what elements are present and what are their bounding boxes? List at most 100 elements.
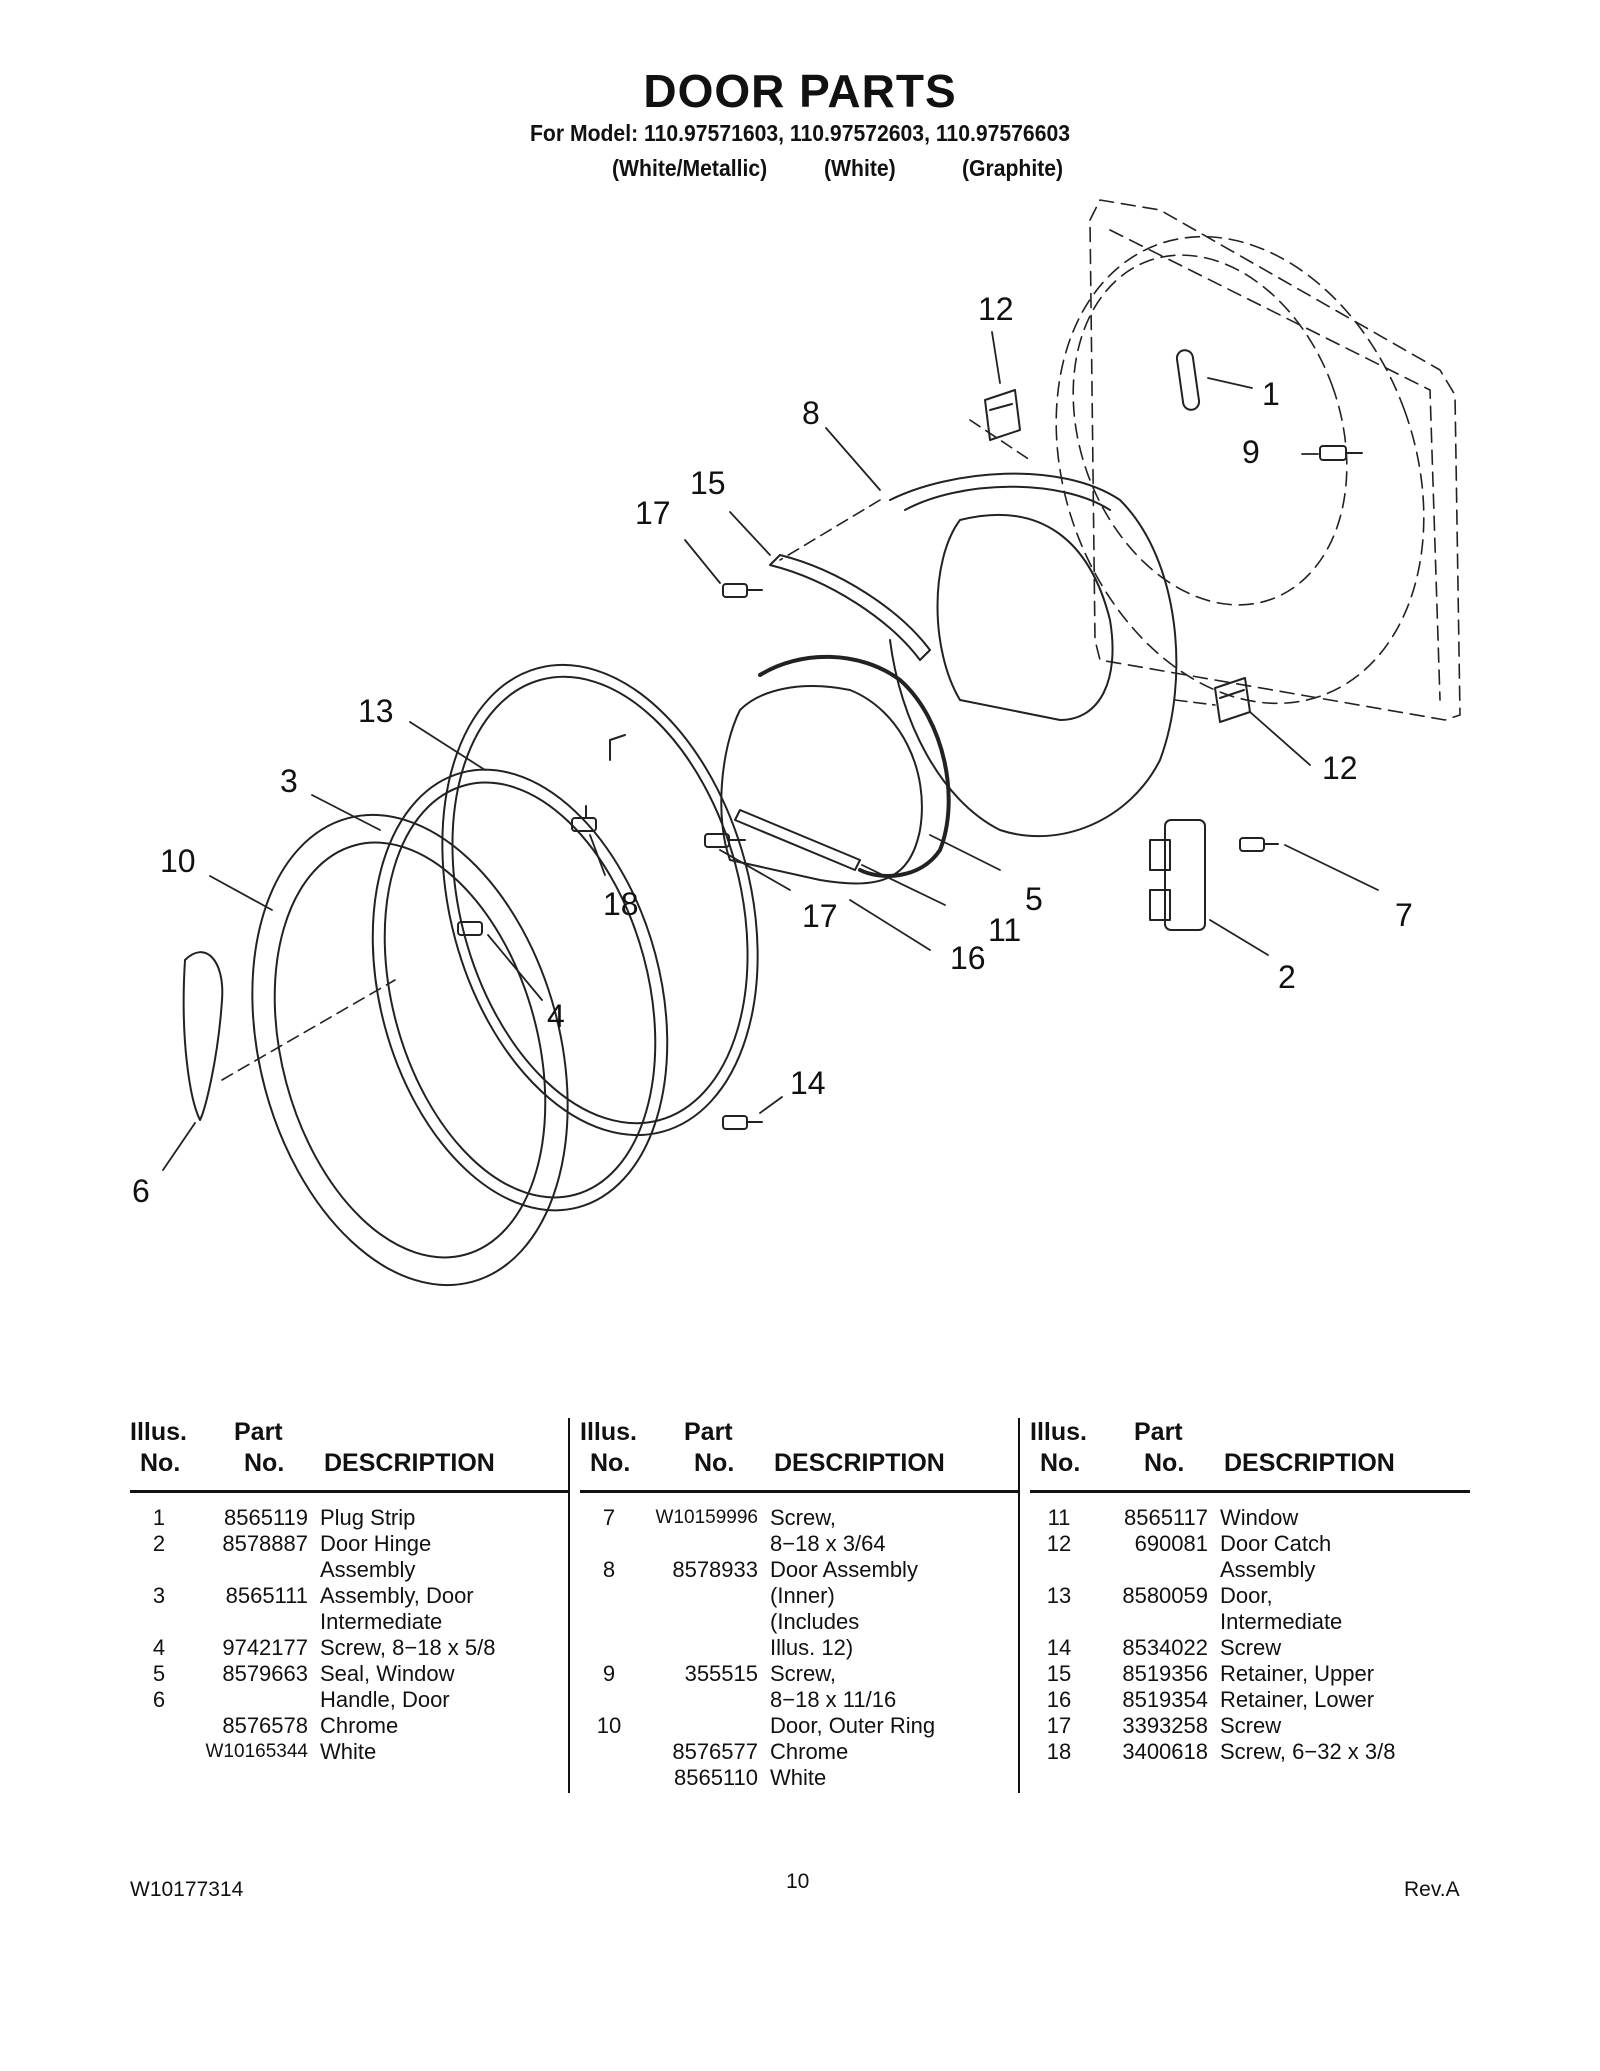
- screw-17-upper: [722, 583, 763, 598]
- part-description: Screw: [1220, 1635, 1282, 1660]
- part-number: 8565117: [1123, 1505, 1208, 1530]
- part-description: Window: [1220, 1505, 1299, 1530]
- door-catch-upper: [984, 389, 1021, 441]
- parts-table-col-3: Illus. No. Part No. DESCRIPTION 11 856511…: [1030, 1418, 1470, 1765]
- table-row: Assembly: [1030, 1557, 1470, 1583]
- part-description: Retainer, Lower: [1220, 1687, 1375, 1712]
- illus-number: 10: [596, 1713, 622, 1738]
- part-description: Screw,: [770, 1661, 837, 1686]
- illus-number: 7: [602, 1505, 616, 1530]
- part-number: W10165344: [205, 1741, 308, 1762]
- part-number: 8519356: [1122, 1661, 1208, 1686]
- table-header: Illus. No. Part No. DESCRIPTION: [580, 1418, 1020, 1493]
- callout-1: 1: [1262, 376, 1280, 412]
- part-description: Assembly: [320, 1557, 416, 1582]
- callout-7: 7: [1395, 897, 1413, 933]
- part-number: 8565111: [225, 1583, 308, 1608]
- callout-16: 16: [950, 940, 986, 976]
- part-number: 355515: [684, 1661, 758, 1686]
- part-description: Screw,: [770, 1505, 837, 1530]
- callout-2: 2: [1278, 959, 1296, 995]
- part-description: Screw, 8−18 x 5/8: [320, 1635, 496, 1660]
- table-header: Illus. No. Part No. DESCRIPTION: [130, 1418, 570, 1493]
- part-description: Retainer, Upper: [1220, 1661, 1375, 1686]
- part-description: Assembly: [1220, 1557, 1316, 1582]
- callout-11: 11: [988, 912, 1022, 948]
- retainer-lower: [734, 809, 861, 871]
- illus-number: 2: [152, 1531, 166, 1556]
- doc-number: W10177314: [130, 1878, 244, 1901]
- part-number: 8580059: [1122, 1583, 1208, 1608]
- table-header: Illus. No. Part No. DESCRIPTION: [1030, 1418, 1470, 1493]
- table-row: 6 Handle, Door: [130, 1687, 570, 1713]
- variant-white: (White): [824, 155, 896, 181]
- callout-5: 5: [1025, 881, 1043, 917]
- window-glass: [720, 685, 923, 885]
- part-number: 3393258: [1122, 1713, 1208, 1738]
- part-description: Door, Outer Ring: [770, 1713, 936, 1738]
- illus-number: 8: [602, 1557, 616, 1582]
- part-description: Handle, Door: [320, 1687, 450, 1712]
- door-handle: [182, 951, 224, 1121]
- part-number: 8579663: [222, 1661, 308, 1686]
- table-row: Illus. 12): [580, 1635, 1020, 1661]
- illus-number: 15: [1046, 1661, 1072, 1686]
- part-description: Door,: [1220, 1583, 1273, 1608]
- part-description: Door Hinge: [320, 1531, 432, 1556]
- table-row: 8−18 x 11/16: [580, 1687, 1020, 1713]
- illus-number: 11: [1047, 1505, 1071, 1530]
- callout-17-lower: 17: [802, 898, 838, 934]
- callout-12-upper: 12: [978, 291, 1014, 327]
- callout-13: 13: [358, 693, 394, 729]
- callout-17-upper: 17: [635, 495, 671, 531]
- model-line: For Model: 110.97571603, 110.97572603, 1…: [529, 120, 1071, 146]
- illus-number: 14: [1046, 1635, 1072, 1660]
- page-number: 10: [786, 1870, 810, 1893]
- illus-number: 16: [1046, 1687, 1072, 1712]
- screw-9: [1319, 445, 1363, 461]
- part-description: Assembly, Door: [320, 1583, 474, 1608]
- page-title: DOOR PARTS: [643, 65, 957, 117]
- callout-18: 18: [603, 886, 639, 922]
- part-description: Screw: [1220, 1713, 1282, 1738]
- table-row: 14 8534022 Screw: [1030, 1635, 1470, 1661]
- illus-number: 6: [152, 1687, 166, 1712]
- part-number: 8534022: [1122, 1635, 1208, 1660]
- callout-14: 14: [790, 1065, 826, 1101]
- retainer-upper: [769, 554, 931, 661]
- revision: Rev.A: [1404, 1878, 1460, 1901]
- callout-3: 3: [280, 763, 298, 799]
- inner-door-assembly: [889, 472, 1178, 838]
- callout-6: 6: [132, 1173, 150, 1209]
- cabinet-front-outline: [1055, 199, 1461, 721]
- part-number: 8576577: [672, 1739, 758, 1764]
- screw-4: [457, 921, 483, 936]
- table-row: 11 8565117 Window: [1030, 1505, 1470, 1531]
- screw-18: [571, 805, 597, 832]
- variant-white-metallic: (White/Metallic): [612, 155, 768, 181]
- table-row: Assembly: [130, 1557, 570, 1583]
- part-description: 8−18 x 3/64: [770, 1531, 886, 1556]
- part-description: Chrome: [770, 1739, 849, 1764]
- door-outer-ring: [251, 813, 569, 1287]
- column-divider: [568, 1418, 570, 1793]
- screw-7: [1239, 837, 1279, 852]
- variant-graphite: (Graphite): [962, 155, 1064, 181]
- window-seal: [758, 654, 951, 878]
- callout-15: 15: [690, 465, 726, 501]
- part-number: 8578933: [672, 1557, 758, 1582]
- part-number: 8565119: [223, 1505, 308, 1530]
- callout-10: 10: [160, 843, 196, 879]
- part-description: Intermediate: [1220, 1609, 1343, 1634]
